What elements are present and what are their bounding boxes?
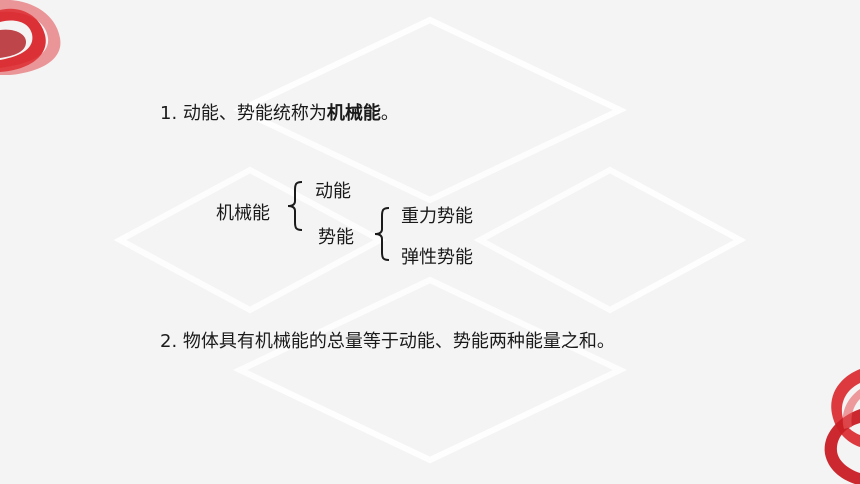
point-2: 2. 物体具有机械能的总量等于动能、势能两种能量之和。 [160,331,615,352]
point-1: 1. 动能、势能统称为机械能。 [160,99,399,125]
term-mechanical-energy: 机械能 [326,103,381,124]
point-1-period: 。 [380,103,399,124]
tree-node-gravitational-potential: 重力势能 [401,206,473,227]
tree-node-elastic-potential: 弹性势能 [401,247,473,268]
left-brace-icon [374,207,390,261]
left-brace-icon [287,181,303,231]
red-ribbon-bottom-right [824,369,860,484]
red-ribbon-top-left [0,0,61,75]
tree-node-kinetic-energy: 动能 [315,181,351,202]
tree-node-potential-energy: 势能 [318,227,354,248]
tree-root-mechanical-energy: 机械能 [216,203,270,224]
point-1-text: 1. 动能、势能统称为 [160,103,327,124]
